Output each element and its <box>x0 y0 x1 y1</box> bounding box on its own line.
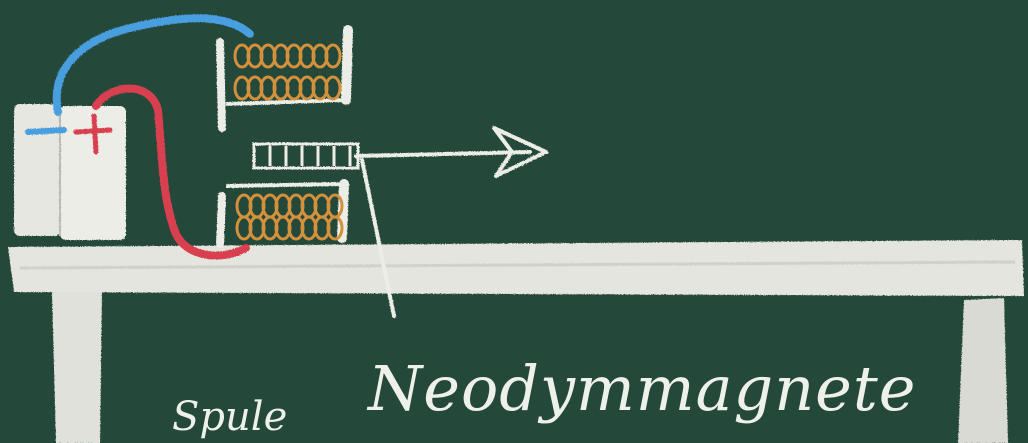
magnets-label: Neodymmagnete <box>368 352 916 425</box>
coil-label: Spule <box>172 394 287 440</box>
minus-sign-mark <box>28 130 64 132</box>
table-leg-left <box>52 292 102 443</box>
table-leg-right <box>958 298 1008 443</box>
battery <box>14 104 126 240</box>
plus-sign-vertical <box>94 116 96 152</box>
battery-cell-left <box>14 104 60 236</box>
